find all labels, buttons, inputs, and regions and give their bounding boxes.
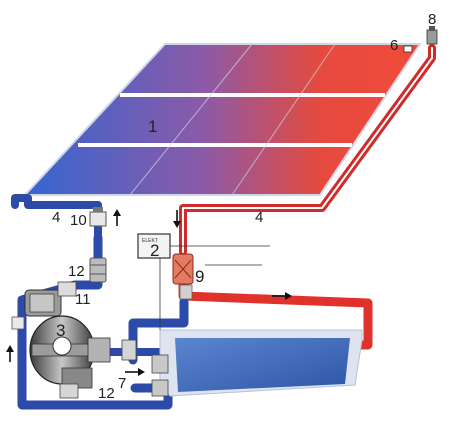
- label-air-vent: 8: [428, 11, 436, 28]
- label-pipe-supply: 4: [255, 209, 263, 226]
- label-check-valve-top: 10: [70, 212, 87, 229]
- solar-collector: [22, 43, 422, 196]
- arrow-right-icon: [125, 368, 145, 376]
- label-mixing-valve: 9: [195, 267, 204, 286]
- pool-water: [175, 338, 350, 392]
- label-valve-mid: 12: [68, 263, 85, 280]
- label-valve-bottom: 12: [98, 385, 115, 402]
- arrow-down-icon: [173, 210, 181, 228]
- pump: [11, 281, 77, 330]
- label-filter: 3: [56, 321, 65, 340]
- mixing-valve: [172, 253, 194, 300]
- controller: ELEKT: [137, 233, 270, 330]
- sand-filter: [29, 315, 111, 389]
- label-sensor-panel: 6: [390, 37, 398, 54]
- controller-display: ELEKT: [142, 238, 158, 244]
- valve-12-mid: [89, 257, 107, 283]
- label-controller: 2: [150, 241, 159, 260]
- collector-divider: [231, 43, 336, 196]
- valve-7: [121, 339, 169, 374]
- air-vent-8: [426, 26, 438, 45]
- check-valve-10: [89, 207, 107, 227]
- valve-12-bottom: [59, 379, 169, 399]
- pool: [159, 329, 363, 397]
- label-pump: 11: [75, 291, 91, 308]
- label-collector: 1: [148, 117, 157, 136]
- label-pipe-return: 4: [52, 209, 60, 226]
- hot-pipe-collector-inner: [182, 47, 433, 253]
- sensor-6: [403, 45, 413, 53]
- arrow-right-icon: [272, 292, 292, 300]
- arrow-up-icon: [6, 345, 14, 362]
- arrow-up-icon: [113, 209, 121, 226]
- collector-panel: [22, 43, 422, 196]
- label-valve-lower: 7: [118, 375, 126, 392]
- collector-divider: [129, 43, 253, 196]
- cold-pipe-from-pump: [17, 233, 173, 410]
